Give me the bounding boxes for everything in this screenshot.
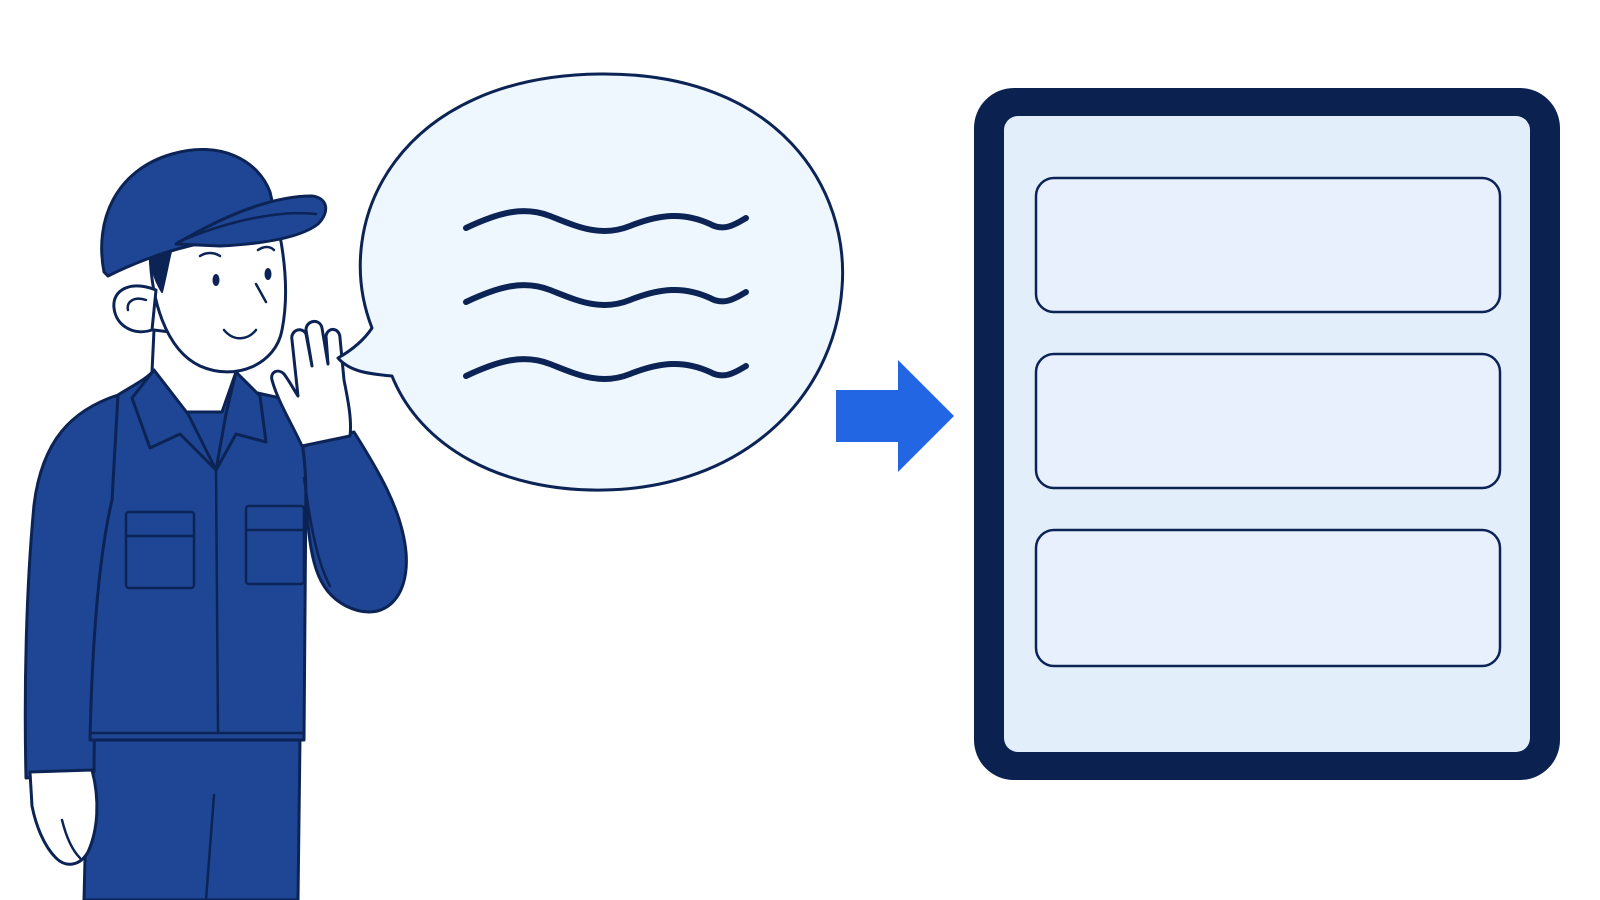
left-eyebrow — [198, 251, 222, 258]
ear-inner — [126, 297, 148, 312]
cap-dome — [100, 148, 282, 278]
smile — [222, 328, 258, 340]
cap-brim — [174, 194, 328, 248]
nose — [254, 282, 268, 304]
worker-ear — [112, 284, 158, 334]
speech-wave-line-2 — [463, 282, 749, 309]
speech-bubble-shape — [336, 72, 845, 492]
collar-right — [214, 370, 268, 472]
speech-bubble — [336, 72, 845, 492]
speech-wave-line-3 — [463, 356, 749, 383]
cap-brim-edge — [176, 211, 318, 244]
chest-pocket-right — [244, 504, 306, 586]
speech-text-lines — [463, 208, 749, 383]
collar-left — [130, 368, 218, 472]
worker-raised-hand — [270, 320, 352, 448]
left-hand-finger — [60, 818, 82, 860]
form-field-3 — [1034, 528, 1502, 668]
worker-illustration — [23, 148, 408, 900]
left-eye — [212, 274, 220, 286]
worker-right-sleeve — [278, 396, 408, 614]
trouser-crease — [204, 793, 216, 900]
worker-left-hand — [28, 768, 99, 866]
right-eye — [264, 268, 272, 280]
worker-trousers — [82, 736, 302, 900]
jacket-placket — [214, 468, 220, 735]
right-eyebrow — [256, 245, 276, 252]
worker-face — [148, 234, 288, 374]
form-field-1 — [1034, 176, 1502, 314]
chest-pocket-left — [124, 510, 196, 590]
right-arrow-icon — [836, 360, 954, 472]
right-sleeve-fold — [302, 476, 332, 588]
speech-wave-line-1 — [463, 208, 749, 235]
tablet-form — [974, 88, 1560, 780]
form-field-2 — [1034, 352, 1502, 490]
